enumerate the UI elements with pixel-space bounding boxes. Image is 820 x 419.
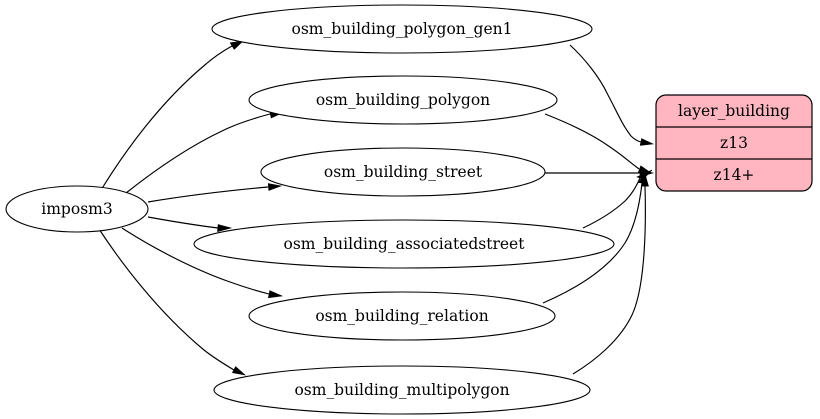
node-shape-ellipse[interactable] (193, 219, 615, 269)
node-label-osm-building-polygon-gen1: osm_building_polygon_gen1 (292, 20, 513, 38)
edge-group-tables-to-layer (542, 44, 655, 375)
node-label-osm-building-relation: osm_building_relation (315, 307, 488, 325)
node-osm_building_street[interactable]: osm_building_street (260, 147, 546, 197)
node-shape-ellipse[interactable] (248, 75, 558, 125)
layer-building-row-z14plus[interactable]: z14+ (714, 166, 755, 184)
edge-osm_building_polygon_gen1-to-layer_building-z13 (569, 44, 655, 146)
edge-line (582, 177, 641, 229)
layer-building-row-z13[interactable]: z13 (720, 134, 748, 152)
node-osm_building_associatedstreet[interactable]: osm_building_associatedstreet (193, 219, 615, 269)
edge-imposm3-to-osm_building_polygon (125, 110, 283, 194)
layer-building-title: layer_building (678, 102, 790, 120)
node-label-osm-building-street: osm_building_street (324, 163, 483, 181)
edge-arrowhead (268, 290, 284, 299)
node-layer_building[interactable]: layer_building z13 z14+ (655, 94, 813, 192)
node-osm_building_polygon_gen1[interactable]: osm_building_polygon_gen1 (211, 4, 593, 54)
edge-line (572, 185, 646, 375)
node-osm_building_relation[interactable]: osm_building_relation (248, 291, 556, 341)
edge-imposm3-to-osm_building_relation (121, 227, 284, 299)
edge-line (147, 186, 269, 203)
edge-imposm3-to-osm_building_street (147, 183, 283, 203)
edge-osm_building_polygon-to-layer_building-z14plus (544, 113, 653, 174)
edge-arrowhead (229, 40, 244, 50)
node-shape-ellipse[interactable] (248, 291, 556, 341)
edge-line (544, 113, 640, 170)
edge-line (125, 113, 271, 194)
edge-imposm3-to-osm_building_multipolygon (98, 228, 247, 376)
node-shape-ellipse[interactable] (213, 365, 591, 415)
layer-building-box[interactable] (655, 94, 813, 192)
edge-imposm3-to-osm_building_polygon_gen1 (100, 40, 244, 191)
edge-imposm3-to-osm_building_associatedstreet (147, 216, 233, 232)
node-shape-ellipse[interactable] (211, 4, 593, 54)
node-label-osm-building-associatedstreet: osm_building_associatedstreet (284, 235, 526, 253)
edge-line (147, 216, 219, 229)
edge-line (98, 228, 235, 371)
edge-line (542, 182, 643, 304)
node-shape-ellipse[interactable] (5, 185, 149, 233)
edge-arrowhead (231, 366, 247, 376)
node-imposm3[interactable]: imposm3 (5, 185, 149, 233)
node-label-imposm3: imposm3 (41, 200, 112, 218)
edge-line (100, 45, 233, 191)
node-label-osm-building-multipolygon: osm_building_multipolygon (294, 381, 509, 399)
node-osm_building_multipolygon[interactable]: osm_building_multipolygon (213, 365, 591, 415)
node-label-osm-building-polygon: osm_building_polygon (316, 91, 490, 109)
node-shape-ellipse[interactable] (260, 147, 546, 197)
edge-osm_building_multipolygon-to-layer_building-z14plus (572, 172, 649, 375)
node-osm_building_polygon[interactable]: osm_building_polygon (248, 75, 558, 125)
edge-arrowhead (639, 138, 655, 146)
edge-arrowhead (217, 224, 233, 232)
edge-osm_building_street-to-layer_building-z14plus (545, 169, 655, 177)
edge-line (569, 44, 642, 143)
edge-arrowhead (267, 183, 283, 191)
edge-arrowhead (641, 172, 649, 187)
edge-line (121, 227, 270, 295)
